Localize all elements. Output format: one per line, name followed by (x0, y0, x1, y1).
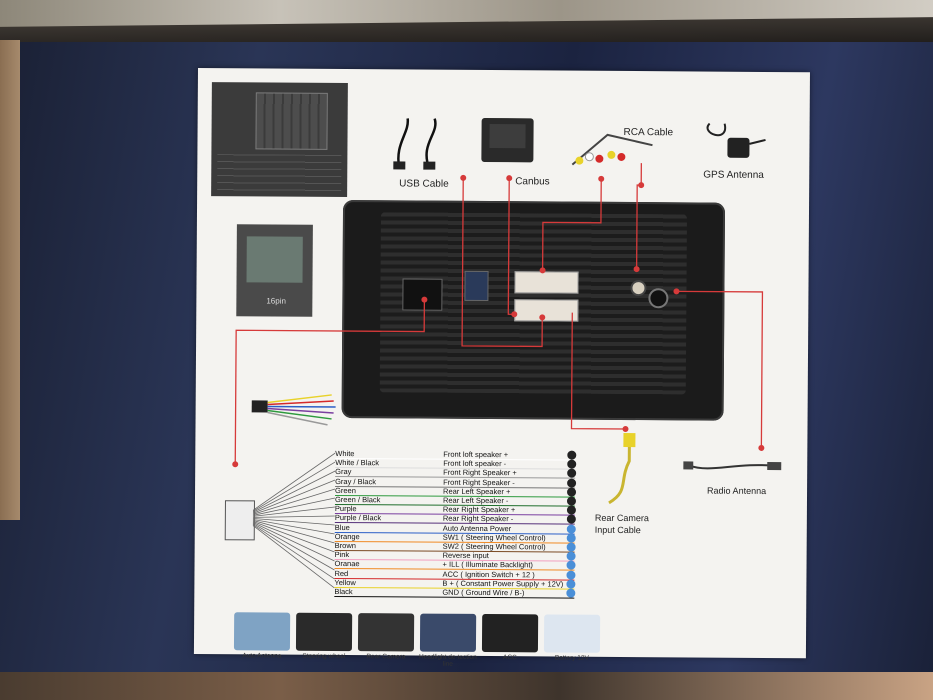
wire-color: White (335, 448, 355, 459)
wire-color: Pink (334, 550, 350, 560)
wire-color: Green (335, 485, 356, 495)
gps-antenna-icon (706, 122, 766, 158)
harness-connector (224, 500, 255, 541)
wire-function: + ILL ( Illuminate Backlight) (442, 560, 533, 570)
headlight-icon (419, 613, 477, 652)
wire-function: Auto Antenna Power (442, 523, 512, 533)
rear-camera-icon (357, 613, 415, 652)
speaker-icon (567, 487, 577, 497)
icon-strip: Auto Antenna Steering wheel Rear Camera Hea… (233, 612, 774, 668)
wire-color: Blue (334, 522, 350, 532)
number-badge-icon (566, 570, 576, 580)
number-badge-icon (566, 524, 576, 534)
wire-function: Rear Right Speaker - (442, 514, 514, 524)
antenna-icon (233, 612, 291, 651)
speaker-icon (567, 478, 577, 488)
icon-label: Auto Antenna (242, 652, 282, 660)
wire-function: SW1 ( Steering Wheel Control) (442, 532, 546, 543)
wire-color: Black (334, 586, 353, 597)
wire-color: Orange (334, 531, 360, 541)
rear-camera-label-1: Rear Camera (594, 512, 649, 524)
wire-color: Gray (335, 467, 352, 477)
number-badge-icon (566, 579, 576, 589)
number-badge-icon (566, 588, 576, 598)
rear-camera-cable-icon (608, 432, 636, 505)
box-side (0, 40, 20, 520)
wire-function: Reverse input (442, 550, 489, 561)
icon-label: Rear Camera (366, 653, 406, 661)
speaker-icon (566, 496, 577, 506)
icon-label: ACC (502, 654, 517, 662)
steering-wheel-icon (295, 612, 353, 652)
wire-color: Oranae (334, 559, 360, 569)
speaker-icon (567, 450, 577, 460)
wire-function: GND ( Ground Wire / B-) (442, 587, 525, 598)
number-badge-icon (566, 533, 576, 543)
wire-color: Brown (334, 540, 356, 551)
ignition-icon (481, 613, 539, 653)
wire-function: Front loft speaker + (443, 449, 509, 460)
radio-antenna-icon (683, 461, 782, 471)
wire-color: Yellow (334, 577, 356, 587)
rear-camera-label-2: Input Cable (594, 524, 641, 536)
wire-color: Red (334, 568, 349, 578)
icon-label: Battery 12V (554, 654, 589, 662)
number-badge-icon (566, 542, 576, 552)
callout-lines (232, 163, 765, 468)
wire-color: White / Black (335, 458, 380, 468)
wire-function: Front Right Speaker - (443, 477, 515, 487)
wire-fanout (252, 452, 336, 589)
wiring-diagram-panel: 16pin USB Cable Canbus RCA Cable GPS Ant… (193, 68, 810, 668)
icon-label: Steering wheel (302, 652, 346, 661)
battery-icon (543, 614, 601, 653)
wire-color: Gray / Black (335, 476, 376, 486)
wire-function: Rear Right Speaker + (442, 504, 516, 515)
wire-harness-icon (251, 394, 336, 426)
usb-cable-icon (393, 118, 437, 170)
wire-color: Green / Black (334, 494, 381, 505)
wire-color: Purple (334, 504, 357, 514)
wire-row: Black GND ( Ground Wire / B-) (334, 586, 575, 599)
wire-function: Rear Left Speaker + (443, 486, 511, 496)
wire-function: SW2 ( Steering Wheel Control) (442, 541, 546, 552)
icon-label: Headlight de-tection line (418, 653, 477, 668)
rca-cable-icon (571, 133, 653, 166)
wire-color: Purple / Black (334, 513, 382, 523)
wire-function: Front Right Speaker + (443, 468, 517, 478)
wire-function: ACC ( Ignition Switch + 12 ) (442, 569, 535, 579)
wire-function: Front loft speaker - (443, 458, 507, 469)
background-bottom (0, 672, 933, 700)
wire-function: Rear Left Speaker - (442, 495, 509, 506)
radio-antenna-label: Radio Antenna (707, 485, 767, 496)
